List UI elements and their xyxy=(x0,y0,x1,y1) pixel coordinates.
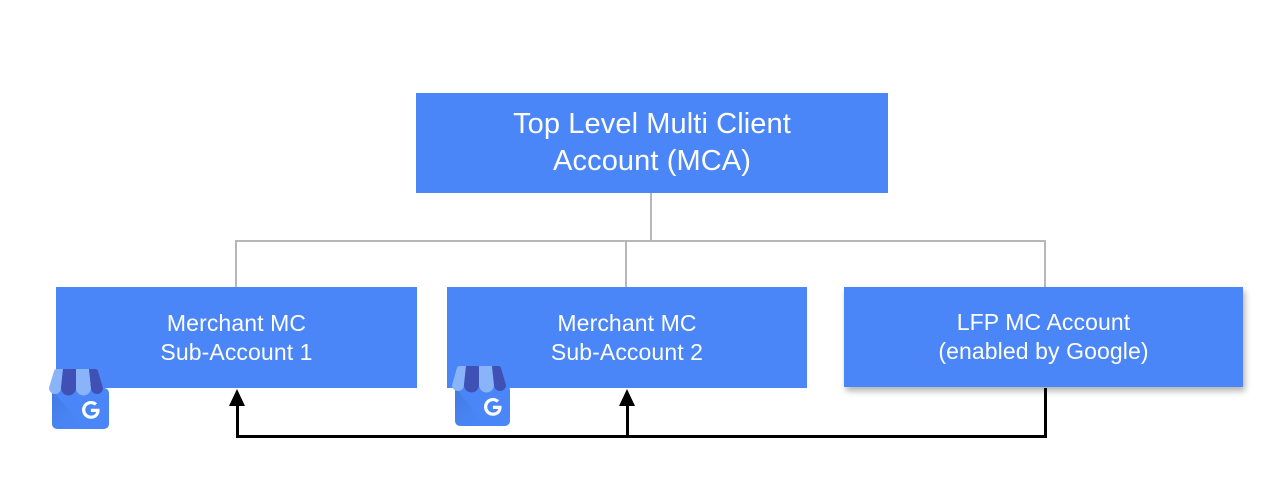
google-my-business-storefront-icon xyxy=(449,363,517,428)
node-merchant-mc-sub-account-1-line-1: Merchant MC xyxy=(166,309,307,336)
arrow-up-icon-sub-account-1 xyxy=(229,389,245,406)
connector-drop-to-lfp-account xyxy=(1044,240,1046,287)
connector-drop-to-sub-account-2 xyxy=(625,240,627,287)
arrow-up-icon-sub-account-2 xyxy=(619,389,635,406)
node-merchant-mc-sub-account-2-line-2: Sub-Account 2 xyxy=(550,338,704,365)
flow-riser-to-sub-account-1 xyxy=(236,404,239,437)
flow-riser-from-lfp xyxy=(1044,388,1047,438)
connector-horizontal-bus xyxy=(235,240,1046,242)
flow-bottom-rail xyxy=(236,435,1047,438)
node-merchant-mc-sub-account-1-line-2: Sub-Account 1 xyxy=(160,338,313,365)
node-top-level-mca-line-2: Account (MCA) xyxy=(553,145,751,177)
node-merchant-mc-sub-account-2-line-1: Merchant MC xyxy=(557,309,697,336)
google-my-business-storefront-icon xyxy=(44,366,117,431)
node-merchant-mc-sub-account-1[interactable]: Merchant MC Sub-Account 1 xyxy=(56,287,417,388)
node-lfp-mc-account-line-2: (enabled by Google) xyxy=(938,338,1149,364)
connector-drop-to-sub-account-1 xyxy=(235,240,237,287)
node-top-level-mca[interactable]: Top Level Multi Client Account (MCA) xyxy=(416,93,888,193)
node-merchant-mc-sub-account-2[interactable]: Merchant MC Sub-Account 2 xyxy=(447,287,807,388)
node-lfp-mc-account-line-1: LFP MC Account xyxy=(956,309,1131,336)
node-lfp-mc-account[interactable]: LFP MC Account (enabled by Google) xyxy=(844,287,1243,387)
connector-mca-stem xyxy=(650,193,652,242)
flow-riser-to-sub-account-2 xyxy=(626,404,629,437)
node-top-level-mca-line-1: Top Level Multi Client xyxy=(513,108,791,141)
